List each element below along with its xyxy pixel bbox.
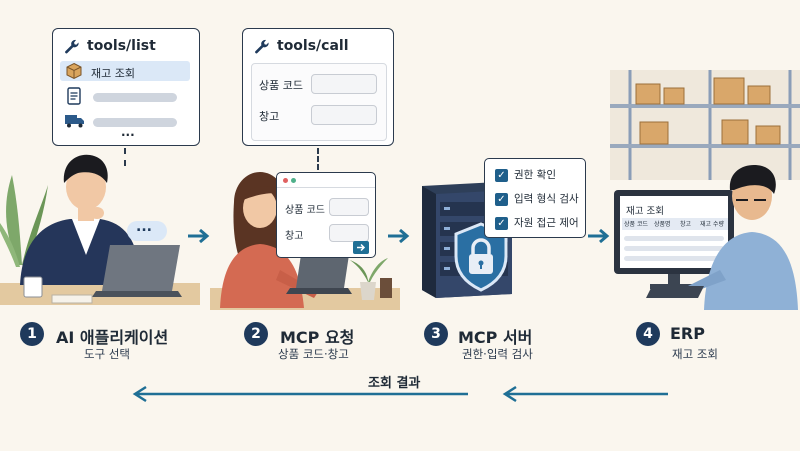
field-label-warehouse: 창고 (285, 231, 304, 242)
step-subtitle: 상품 코드·창고 (278, 347, 349, 361)
truck-icon (65, 115, 84, 128)
submit-button[interactable] (353, 241, 369, 254)
tool-item-placeholder (93, 93, 177, 102)
check-item: ✓ 권한 확인 (495, 167, 556, 182)
product-code-input[interactable] (329, 198, 369, 216)
laptop-form-window: 상품 코드 창고 (276, 172, 376, 258)
step-subtitle: 재고 조회 (672, 347, 718, 361)
tools-call-title: tools/call (277, 38, 349, 54)
security-checklist: ✓ 권한 확인 ✓ 입력 형식 검사 ✓ 자원 접근 제어 (484, 158, 586, 238)
step-title: ERP (670, 324, 705, 343)
erp-table-row (624, 246, 724, 251)
tools-list-title: tools/list (87, 38, 156, 54)
erp-column-header: 상품 코드 (624, 221, 648, 228)
tool-item-label: 재고 조회 (91, 67, 135, 80)
step-title: MCP 서버 (458, 328, 533, 347)
step-subtitle: 도구 선택 (84, 347, 130, 361)
erp-column-header: 재고 수량 (700, 221, 724, 228)
flow-arrow-right (588, 228, 610, 244)
ai-app-user-scene (0, 154, 200, 305)
arrow-right-icon (357, 243, 366, 252)
window-dot-green (291, 178, 296, 183)
check-item-label: 권한 확인 (514, 169, 556, 181)
keyboard (646, 286, 704, 298)
wrench-icon (65, 39, 79, 54)
box-icon (66, 62, 82, 80)
more-indicator: ... (121, 125, 135, 139)
erp-operator-person (684, 165, 798, 310)
checkbox-checked-icon: ✓ (495, 168, 508, 182)
check-item-label: 자원 접근 제어 (514, 217, 579, 229)
field-label-product-code: 상품 코드 (259, 79, 303, 92)
step-number: 1 (20, 322, 44, 346)
erp-column-header: 상품명 (654, 221, 671, 228)
return-arrow-left (502, 385, 668, 403)
flow-arrow-right (188, 228, 210, 244)
field-label-warehouse: 창고 (259, 110, 280, 123)
tools-call-panel: tools/call 상품 코드 창고 (242, 28, 394, 146)
check-item-label: 입력 형식 검사 (514, 193, 579, 205)
checkbox-checked-icon: ✓ (495, 216, 508, 230)
step-title: MCP 요청 (280, 328, 355, 347)
speech-bubble (127, 221, 167, 241)
return-arrow-left (132, 385, 468, 403)
wrench-icon (255, 39, 269, 54)
speech-bubble-text: ... (136, 219, 152, 235)
erp-table-row (624, 236, 724, 241)
check-item: ✓ 입력 형식 검사 (495, 191, 579, 206)
window-divider (277, 187, 375, 188)
step-number: 2 (244, 322, 268, 346)
return-label: 조회 결과 (368, 376, 421, 391)
connector-dashed (124, 148, 126, 166)
checkbox-checked-icon: ✓ (495, 192, 508, 206)
window-dot-red (283, 178, 288, 183)
document-icon (67, 87, 81, 105)
warehouse-input[interactable] (311, 105, 377, 125)
mcp-request-user-scene (210, 172, 400, 310)
erp-table-row (624, 256, 724, 261)
check-item: ✓ 자원 접근 제어 (495, 215, 579, 230)
erp-column-header: 창고 (680, 221, 692, 228)
flow-arrow-right (388, 228, 410, 244)
shield-lock-icon (454, 222, 508, 292)
warehouse-shelves (610, 70, 800, 180)
tools-list-panel: tools/list 재고 조회 ... (52, 28, 200, 146)
warehouse-input[interactable] (329, 224, 369, 242)
product-code-input[interactable] (311, 74, 377, 94)
step-number: 3 (424, 322, 448, 346)
step-number: 4 (636, 322, 660, 346)
tool-item-placeholder (93, 118, 177, 127)
connector-dashed (317, 148, 319, 170)
step-title: AI 애플리케이션 (56, 328, 169, 347)
tool-item-highlighted[interactable] (60, 61, 190, 81)
erp-table-header (622, 218, 728, 230)
field-label-product-code: 상품 코드 (285, 205, 325, 216)
erp-screen-title: 재고 조회 (626, 206, 664, 217)
step-subtitle: 권한·입력 검사 (462, 347, 533, 361)
